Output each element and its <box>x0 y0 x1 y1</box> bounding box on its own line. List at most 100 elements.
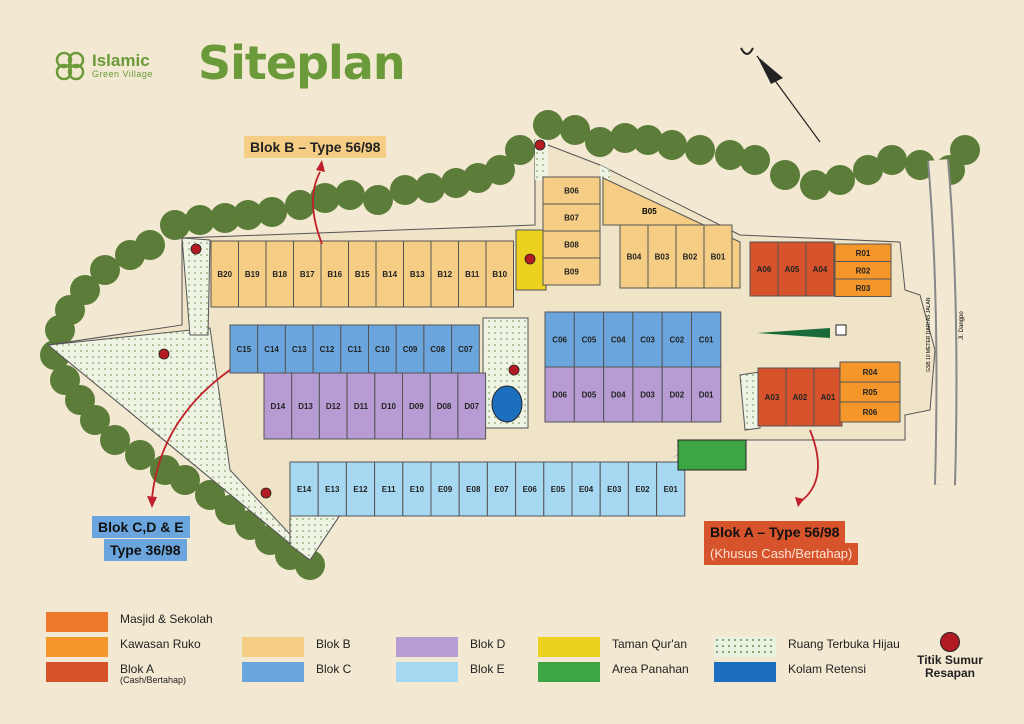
unit-label: A06 <box>757 265 772 274</box>
unit-label: D14 <box>271 402 286 411</box>
tree-icon <box>160 210 190 240</box>
page-title: Siteplan <box>198 36 406 90</box>
arrow-head-icon <box>316 160 325 172</box>
unit-blok-e <box>374 461 404 517</box>
unit-blok-c <box>368 324 397 374</box>
unit-label: D09 <box>409 402 424 411</box>
unit-label: E14 <box>297 485 312 494</box>
unit-label: C06 <box>552 336 567 345</box>
well-point-icon <box>158 348 170 360</box>
unit-label: C05 <box>582 336 597 345</box>
unit-blok-e <box>402 461 432 517</box>
unit-ruko <box>834 278 892 297</box>
unit-label: B07 <box>564 214 579 223</box>
unit-ruko <box>839 401 901 423</box>
unit-blok-c <box>284 324 314 374</box>
unit-blok-e <box>599 461 629 517</box>
legend-label: Masjid & Sekolah <box>120 612 213 626</box>
unit-label: E08 <box>466 485 481 494</box>
unit-blok-b <box>542 257 601 286</box>
unit-label: E07 <box>494 485 509 494</box>
legend-item-taman: Taman Qur'an <box>538 637 687 657</box>
tree-icon <box>170 465 200 495</box>
unit-blok-e <box>430 461 460 517</box>
legend-label: Blok D <box>470 637 506 651</box>
unit-blok-d <box>573 366 605 423</box>
unit-blok-c <box>573 311 605 368</box>
tree-icon <box>770 160 800 190</box>
legend-swatch <box>46 612 108 632</box>
arrow-blok-b <box>312 171 323 245</box>
main-road-inner <box>929 159 956 486</box>
tree-icon <box>657 130 687 160</box>
unit-label: B09 <box>564 268 579 277</box>
legend-item-blok-d: Blok D <box>396 637 505 657</box>
well-point-icon <box>524 253 536 265</box>
unit-blok-b <box>293 240 322 308</box>
unit-label: D02 <box>670 391 685 400</box>
unit-label: D11 <box>354 402 369 411</box>
arrow-blok-cde <box>151 369 231 499</box>
unit-label: D10 <box>381 402 396 411</box>
tree-icon <box>335 180 365 210</box>
unit-label: C08 <box>430 345 445 354</box>
compass-arrow-icon <box>757 56 783 84</box>
unit-blok-d <box>291 372 320 440</box>
unit-label: D06 <box>552 391 567 400</box>
rth-area-west <box>46 327 311 561</box>
unit-label: D13 <box>298 402 313 411</box>
unit-blok-e <box>345 461 376 517</box>
tree-icon <box>715 140 745 170</box>
unit-label: B12 <box>437 270 452 279</box>
unit-blok-a <box>785 367 815 427</box>
unit-label: B17 <box>300 270 315 279</box>
unit-label: E13 <box>325 485 340 494</box>
tree-icon <box>135 230 165 260</box>
tree-icon <box>800 170 830 200</box>
tree-icon <box>905 150 935 180</box>
unit-blok-d <box>402 372 431 440</box>
unit-label: R03 <box>856 284 871 293</box>
unit-blok-e <box>289 461 319 517</box>
unit-label: D08 <box>437 402 452 411</box>
unit-label: B18 <box>272 270 287 279</box>
unit-label: B20 <box>217 270 232 279</box>
unit-label: A03 <box>765 393 780 402</box>
unit-blok-d <box>429 372 459 440</box>
unit-blok-b <box>375 240 404 308</box>
unit-blok-d <box>661 366 693 423</box>
unit-label: C15 <box>237 345 252 354</box>
unit-blok-c <box>395 324 425 374</box>
unit-blok-b <box>403 240 432 308</box>
legend-swatch <box>242 662 304 682</box>
tree-icon <box>285 190 315 220</box>
unit-label: B14 <box>382 270 397 279</box>
legend-label: Taman Qur'an <box>612 637 687 651</box>
rth-area-east <box>739 371 761 431</box>
legend-swatch <box>46 662 108 682</box>
tree-icon <box>257 197 287 227</box>
unit-blok-c <box>229 324 259 374</box>
tree-icon <box>233 200 263 230</box>
tree-icon <box>877 145 907 175</box>
brand-subtitle: Green Village <box>92 69 153 79</box>
compass-north-icon <box>740 47 754 55</box>
legend-item-masjid: Masjid & Sekolah <box>46 612 213 632</box>
unit-label: B01 <box>711 253 726 262</box>
unit-label: B13 <box>410 270 425 279</box>
tree-icon <box>685 135 715 165</box>
unit-label: E12 <box>353 485 368 494</box>
tree-icon <box>100 425 130 455</box>
gsb-label: GSB 10 METER DARI AS JALAN <box>926 297 932 372</box>
unit-label: C12 <box>320 345 335 354</box>
unit-label: B19 <box>245 270 260 279</box>
legend-item-kolam: Kolam Retensi <box>714 662 866 682</box>
unit-blok-d <box>457 372 487 440</box>
well-point-icon <box>508 364 520 376</box>
unit-label: B15 <box>355 270 370 279</box>
unit-label: A01 <box>821 393 836 402</box>
unit-label: R01 <box>856 249 871 258</box>
tree-icon <box>533 110 563 140</box>
unit-label: C09 <box>403 345 418 354</box>
